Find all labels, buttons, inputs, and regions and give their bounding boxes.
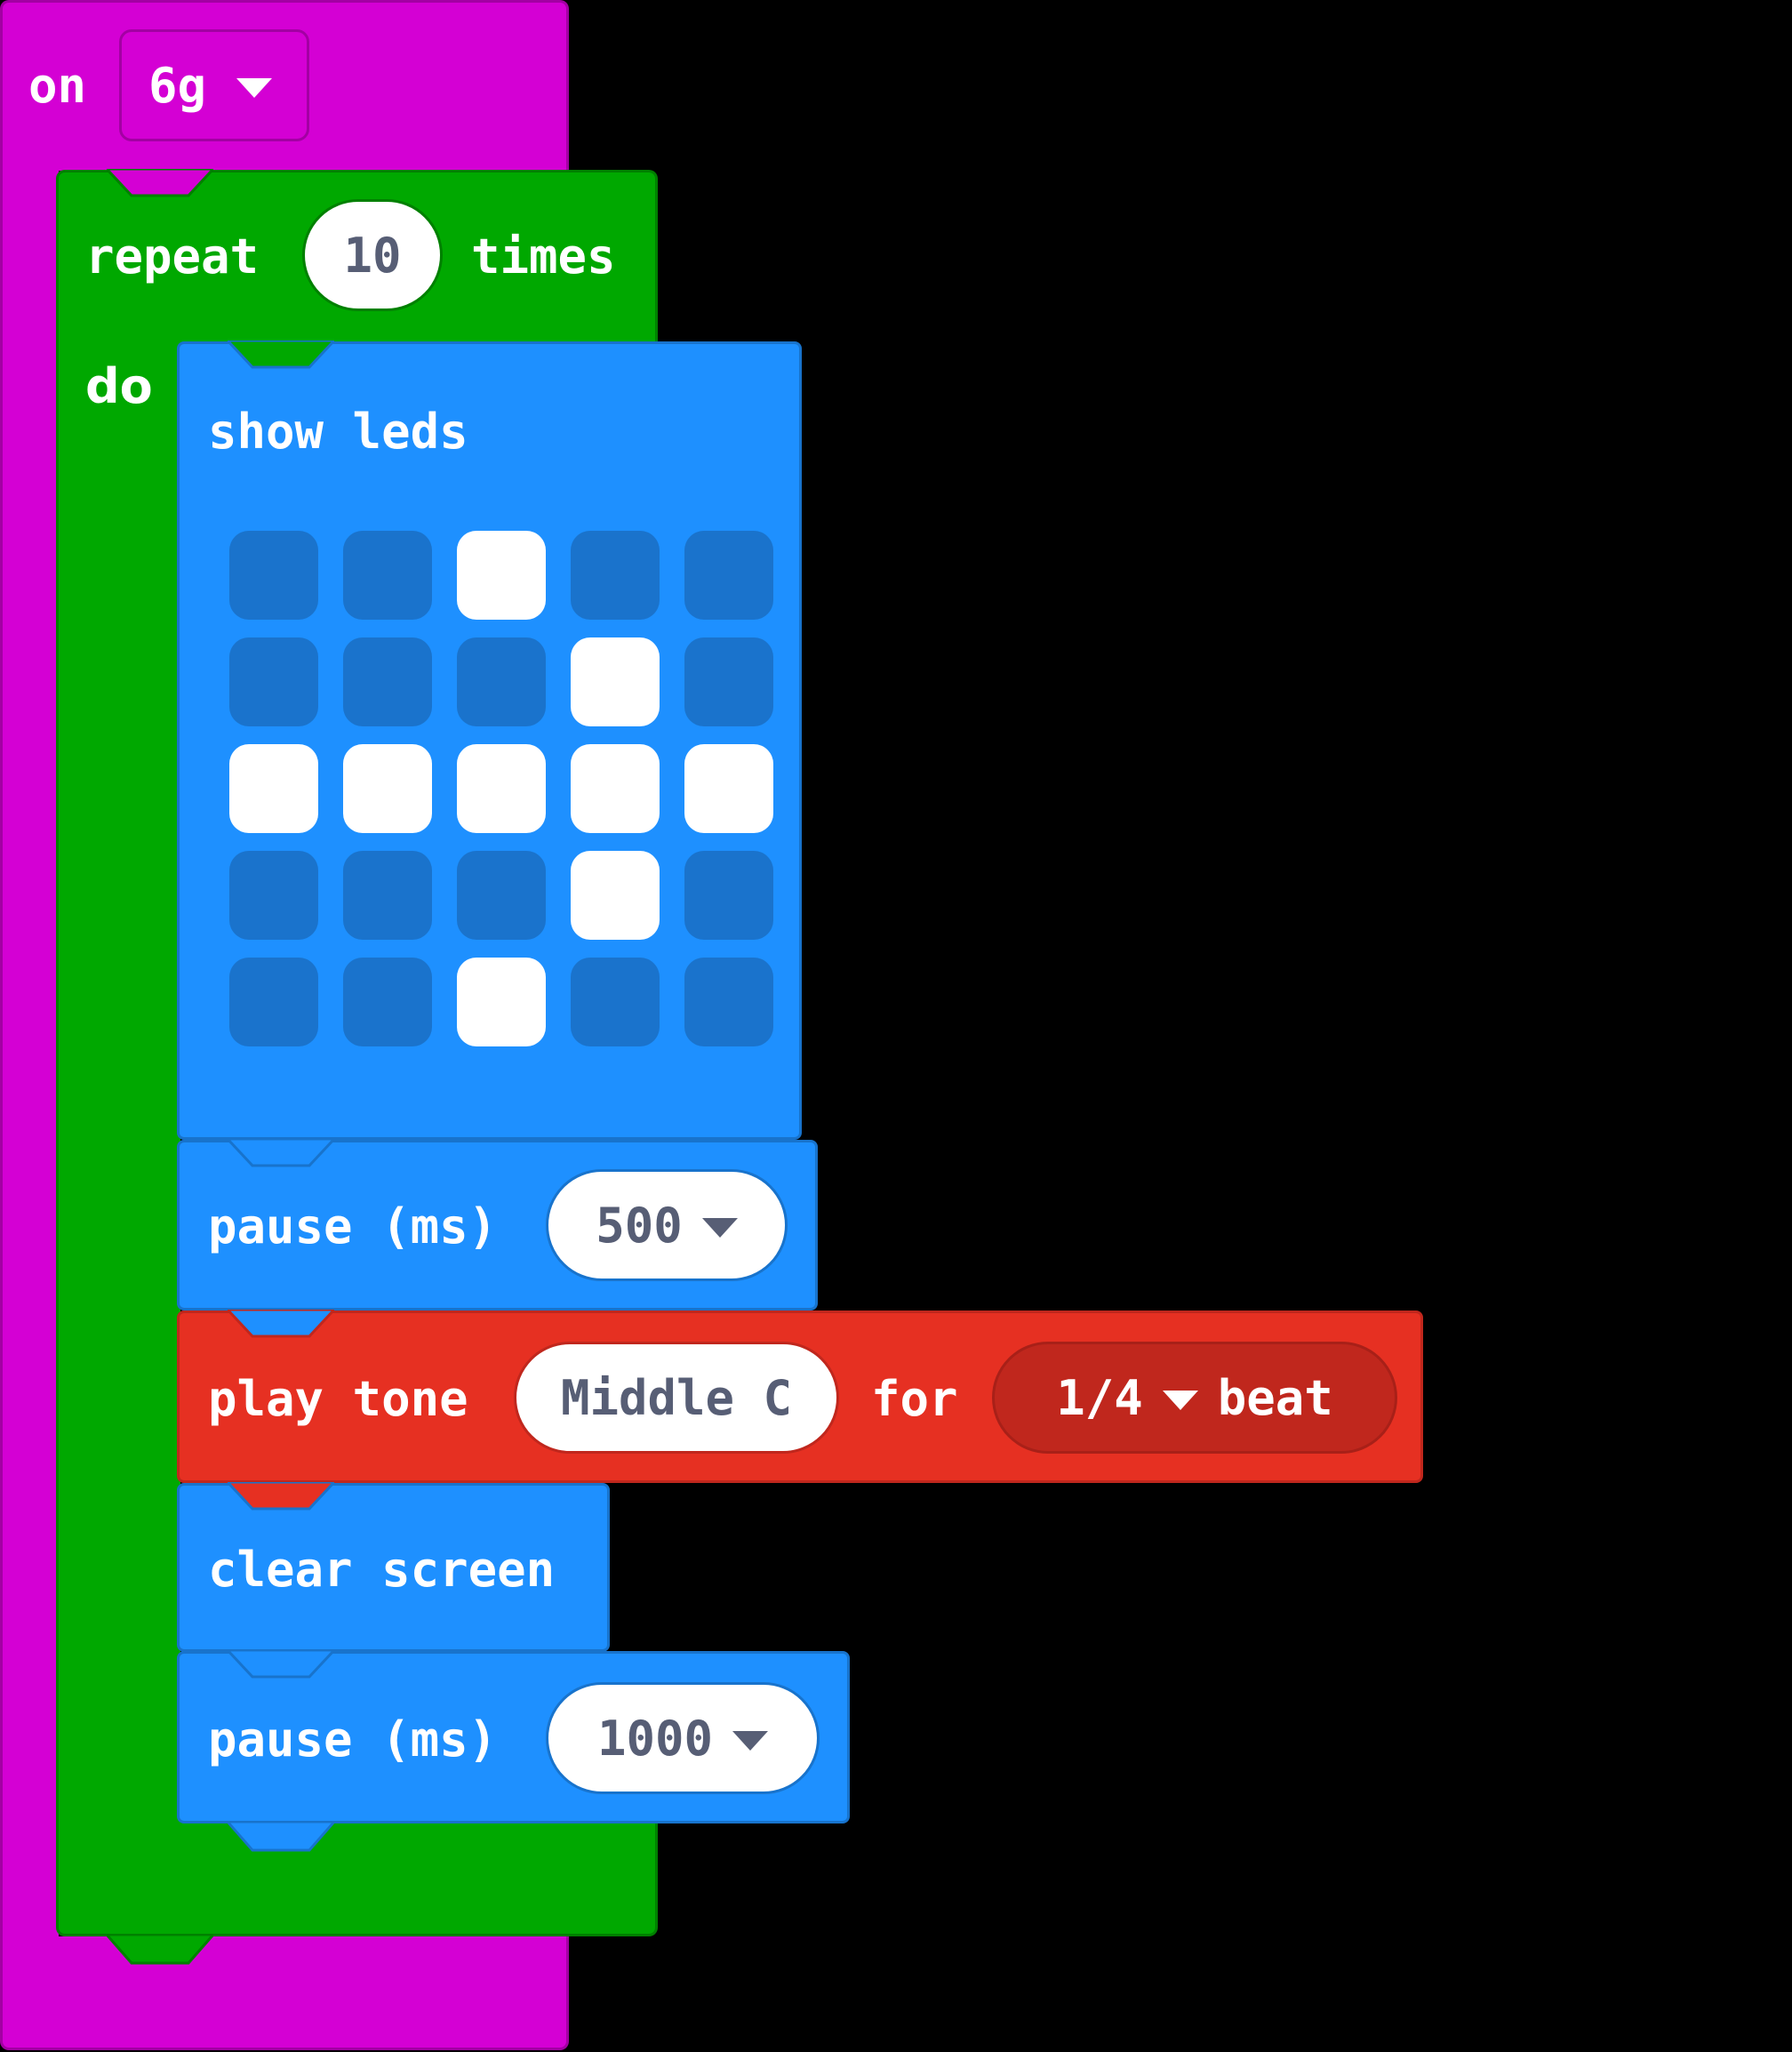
beat-label: beat [1217,1369,1333,1426]
pause-1000-top-notch [228,1650,334,1679]
led-cell[interactable] [229,531,318,620]
repeat-footer [56,1821,658,1936]
clear-screen-block[interactable]: clear screen [177,1483,610,1652]
led-cell[interactable] [684,744,773,833]
led-cell[interactable] [343,744,432,833]
pause-500-top-notch [228,1139,334,1167]
clear-screen-label: clear screen [208,1542,556,1598]
caret-down-icon [701,1218,738,1238]
beat-value: 1/4 [1056,1369,1143,1426]
pause-500-dropdown[interactable]: 500 [546,1169,788,1281]
led-cell[interactable] [571,531,660,620]
show-leds-label: show leds [208,404,468,460]
pause-label: pause (ms) [208,1711,498,1767]
led-cell[interactable] [343,851,432,940]
gesture-value: 6g [148,57,207,114]
play-tone-block[interactable]: play tone Middle C for 1/4 beat [177,1311,1423,1483]
on-gesture-footer [0,1936,569,2050]
led-cell[interactable] [571,958,660,1046]
beat-dropdown[interactable]: 1/4 beat [992,1342,1397,1454]
led-cell[interactable] [457,744,546,833]
led-cell[interactable] [457,958,546,1046]
pause-1000-dropdown[interactable]: 1000 [546,1682,820,1794]
caret-down-icon [1162,1391,1198,1410]
led-cell[interactable] [571,637,660,726]
led-cell[interactable] [571,744,660,833]
led-cell[interactable] [684,958,773,1046]
repeat-top-notch [107,169,213,197]
for-label: for [871,1371,958,1427]
led-cell[interactable] [457,531,546,620]
repeat-spine [56,338,180,1827]
led-cell[interactable] [457,851,546,940]
play-tone-label: play tone [208,1371,468,1427]
note-value: Middle C [560,1369,793,1426]
led-cell[interactable] [571,851,660,940]
led-cell[interactable] [684,851,773,940]
repeat-bottom-notch [107,1935,213,1965]
led-cell[interactable] [684,637,773,726]
repeat-times-label: times [471,228,616,285]
repeat-count-input[interactable]: 10 [302,199,443,311]
repeat-count-value: 10 [343,227,402,284]
led-cell[interactable] [343,637,432,726]
pause-500-block[interactable]: pause (ms) 500 [177,1140,818,1311]
led-cell[interactable] [229,744,318,833]
led-cell[interactable] [684,531,773,620]
clear-screen-top-notch [228,1482,334,1511]
led-cell[interactable] [229,958,318,1046]
on-gesture-spine [0,160,59,1947]
led-cell[interactable] [229,851,318,940]
led-cell[interactable] [457,637,546,726]
led-cell[interactable] [229,637,318,726]
led-grid[interactable] [229,531,798,1064]
note-input[interactable]: Middle C [514,1342,839,1454]
on-keyword: on [28,58,87,114]
pause-label: pause (ms) [208,1198,498,1254]
pause-500-value: 500 [596,1197,683,1254]
repeat-keyword: repeat [85,228,260,285]
show-leds-top-notch [228,341,334,369]
pause-1000-block[interactable]: pause (ms) 1000 [177,1651,850,1824]
repeat-do-label: do [85,358,153,414]
caret-down-icon [732,1731,769,1751]
show-leds-block[interactable]: show leds [177,341,802,1140]
led-cell[interactable] [343,531,432,620]
led-cell[interactable] [343,958,432,1046]
caret-down-icon [236,78,273,98]
play-tone-top-notch [228,1310,334,1338]
gesture-dropdown[interactable]: 6g [119,29,309,141]
pause-1000-bottom-notch [228,1822,334,1852]
pause-1000-value: 1000 [596,1710,714,1767]
